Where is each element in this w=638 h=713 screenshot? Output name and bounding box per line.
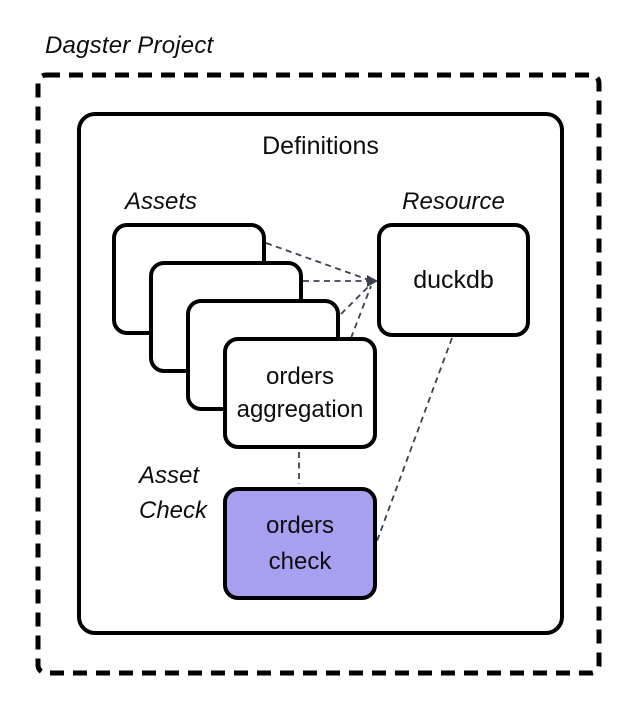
check-node-label-line2: check — [268, 547, 332, 575]
asset-check-node-orders-check: orders check — [223, 487, 377, 600]
duckdb-node-label: duckdb — [413, 265, 494, 294]
asset-check-label-line1: Asset — [139, 462, 200, 489]
definitions-label: Definitions — [262, 132, 379, 160]
asset-check-label: Asset Check — [139, 458, 207, 528]
resource-label: Resource — [402, 188, 505, 215]
assets-label: Assets — [125, 188, 198, 215]
resource-node-duckdb: duckdb — [377, 223, 530, 337]
asset-check-label-line2: Check — [139, 497, 208, 524]
diagram-title: Dagster Project — [45, 32, 214, 59]
asset-node-label-line1: orders — [265, 363, 335, 390]
check-node-label-line1: orders — [265, 511, 335, 539]
asset-node-orders-aggregation: orders aggregation — [223, 337, 377, 449]
asset-node-label-line2: aggregation — [236, 396, 364, 423]
